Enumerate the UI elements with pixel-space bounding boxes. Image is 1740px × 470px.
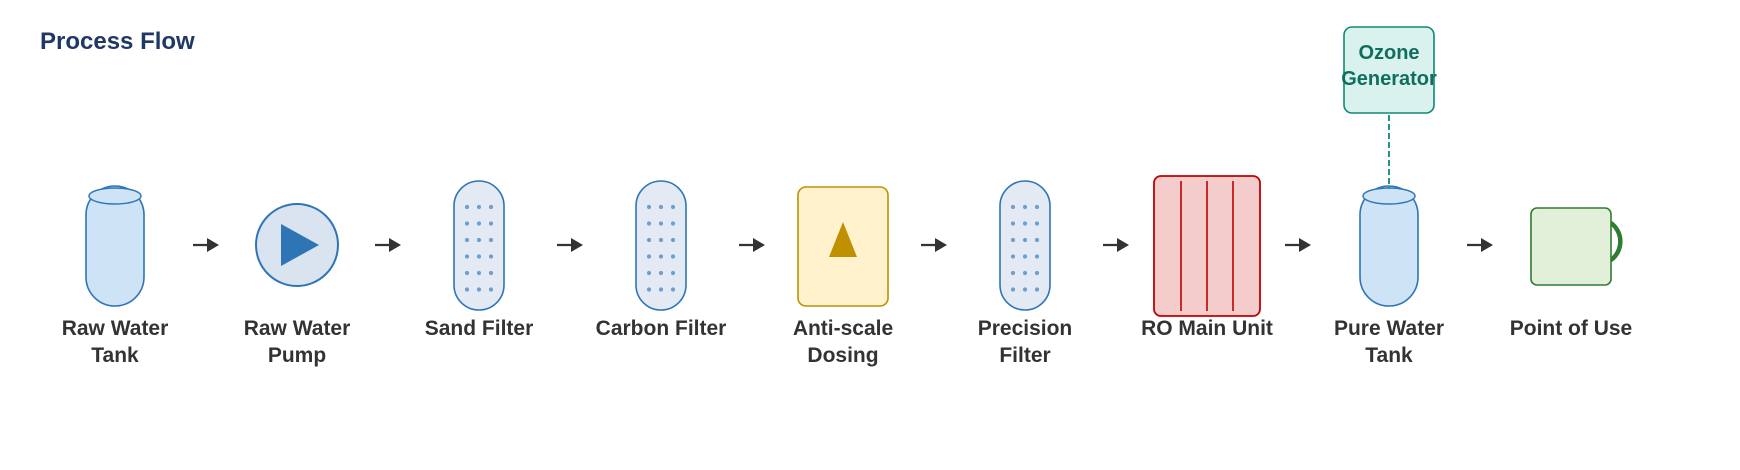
dosing-icon	[797, 186, 889, 307]
step-label: Sand Filter	[424, 317, 534, 340]
step-label: Precision Filter	[977, 317, 1073, 367]
pump-icon	[255, 203, 339, 287]
flow-arrow	[739, 238, 765, 252]
flow-arrow	[193, 238, 219, 252]
step-label: Carbon Filter	[595, 317, 727, 340]
filter-vessel-icon	[999, 180, 1051, 311]
step-label: Raw Water Pump	[243, 317, 351, 367]
step-label: RO Main Unit	[1141, 317, 1273, 340]
step-label: Anti-scale Dosing	[792, 317, 894, 367]
step-label: Point of Use	[1509, 317, 1633, 340]
ro-membrane-icon	[1153, 175, 1261, 317]
flow-arrow	[1285, 238, 1311, 252]
flow-arrow	[1103, 238, 1129, 252]
cup-icon	[1530, 207, 1623, 286]
page-title: Process Flow	[40, 28, 195, 55]
step-label: Pure Water Tank	[1333, 317, 1445, 367]
filter-vessel-icon	[453, 180, 505, 311]
ozone-generator-label: Ozone Generator	[1341, 42, 1437, 90]
step-label: Raw Water Tank	[61, 317, 169, 367]
flow-arrow	[557, 238, 583, 252]
flow-arrow	[375, 238, 401, 252]
tank-icon	[85, 185, 145, 307]
flow-arrow	[921, 238, 947, 252]
filter-vessel-icon	[635, 180, 687, 311]
ozone-generator-icon	[1343, 26, 1435, 188]
tank-icon	[1359, 185, 1419, 307]
flow-arrow	[1467, 238, 1493, 252]
